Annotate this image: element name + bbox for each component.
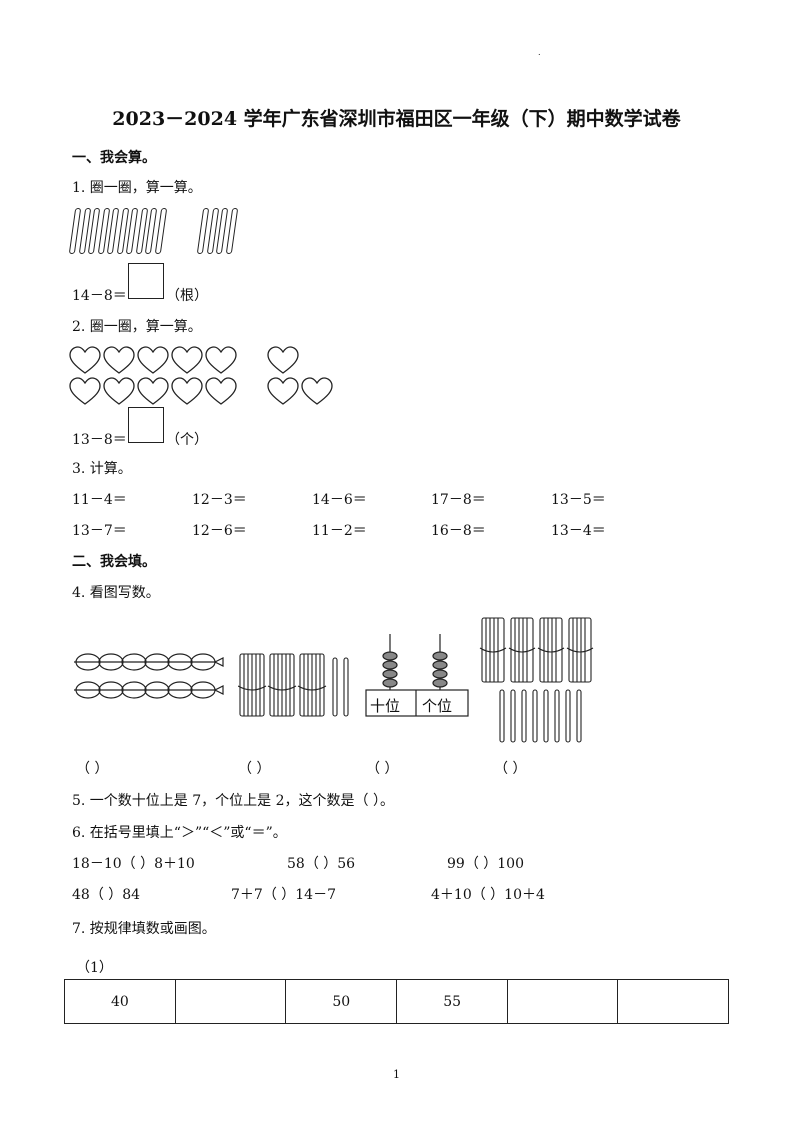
heart-icon [267,377,299,405]
q2-prompt: 2. 圈一圈，算一算。 [72,319,202,335]
q3-item: 13－5＝ [551,492,606,508]
q4-blank-2[interactable]: （ ） [238,761,271,777]
page-number: 1 [393,1068,400,1081]
heart-icon [103,346,135,374]
q4-blank-3[interactable]: （ ） [366,761,399,777]
q6-item: 4＋10（ ）10＋4 [431,887,545,903]
heart-icon [69,377,101,405]
heart-icon [103,377,135,405]
q3-item: 14－6＝ [312,492,367,508]
section1-heading: 一、我会算。 [72,150,156,166]
heart-icon [137,346,169,374]
pattern-cell-blank[interactable] [617,979,729,1024]
q1-prompt: 1. 圈一圈，算一算。 [72,180,202,196]
q4-blank-4[interactable]: （ ） [494,761,527,777]
pattern-cell-blank[interactable] [174,979,287,1024]
candy-strings-picture [74,653,224,699]
top-mark: . [538,48,541,57]
q6-prompt: 6. 在括号里填上“＞”“＜”或“＝”。 [72,825,287,841]
q2-unit: （个） [166,432,208,448]
q3-prompt: 3. 计算。 [72,461,132,477]
abacus-picture [365,634,469,717]
q3-item: 12－6＝ [192,523,247,539]
q7-prompt: 7. 按规律填数或画图。 [72,921,216,937]
q3-item: 11－4＝ [72,492,127,508]
q3-item: 16－8＝ [431,523,486,539]
q4-prompt: 4. 看图写数。 [72,585,160,601]
q4-blank-1[interactable]: （ ） [76,761,109,777]
q6-item: 99（ ）100 [447,856,524,872]
q5-text: 5. 一个数十位上是 7，个位上是 2，这个数是（ ）。 [72,793,394,809]
pattern-cell: 55 [396,979,509,1024]
q3-item: 13－7＝ [72,523,127,539]
q7-sub-label: （1） [76,960,113,976]
pattern-cell-blank[interactable] [507,979,619,1024]
heart-icon [137,377,169,405]
q6-item: 58（ ）56 [287,856,356,872]
q1-answer-box[interactable] [128,263,164,299]
pattern-cell: 40 [64,979,176,1024]
q1-unit: （根） [166,288,208,304]
heart-icon [69,346,101,374]
heart-icon [205,377,237,405]
q1-sticks-group-10 [68,208,167,258]
q1-sticks-group-4 [196,208,238,258]
large-stick-bundles-picture [479,617,594,743]
q7-pattern-table: 40 50 55 [64,979,729,1024]
q1-equation: 14－8＝ [72,288,127,304]
abacus-ones-label: 个位 [422,697,453,715]
stick-bundles-picture [238,653,349,717]
abacus-tens-label: 十位 [370,697,401,715]
heart-icon [267,346,299,374]
heart-icon [171,377,203,405]
heart-icon [205,346,237,374]
q3-item: 11－2＝ [312,523,367,539]
q6-item: 18－10（ ）8＋10 [72,856,195,872]
heart-icon [301,377,333,405]
q6-item: 7＋7（ ）14－7 [231,887,336,903]
pattern-cell: 50 [285,979,398,1024]
q3-item: 12－3＝ [192,492,247,508]
q2-hearts [69,346,333,405]
q3-item: 17－8＝ [431,492,486,508]
heart-icon [171,346,203,374]
section2-heading: 二、我会填。 [72,554,156,570]
q6-item: 48（ ）84 [72,887,141,903]
q2-answer-box[interactable] [128,407,164,443]
q2-equation: 13－8＝ [72,432,127,448]
page-title: 2023－2024 学年广东省深圳市福田区一年级（下）期中数学试卷 [112,108,681,130]
q3-item: 13－4＝ [551,523,606,539]
